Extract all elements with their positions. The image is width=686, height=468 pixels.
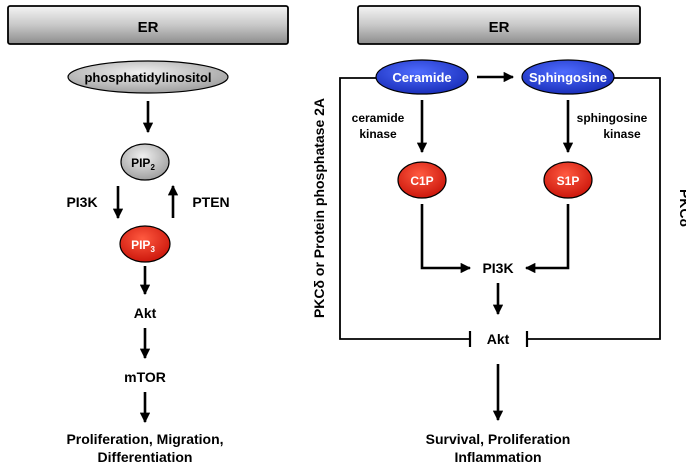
right-inhibition-line <box>527 77 661 340</box>
c1p-label: C1P <box>410 174 433 188</box>
sphingosine-label: Sphingosine <box>529 70 607 85</box>
ceramide-label: Ceramide <box>392 70 451 85</box>
pip3-sub: 3 <box>150 245 155 254</box>
left-akt-label: Akt <box>134 305 157 321</box>
right-outcome-line1: Survival, Proliferation <box>426 431 571 447</box>
pip3-main: PIP <box>131 238 150 252</box>
left-inhibition-line <box>339 77 470 340</box>
left-pi3k-label: PI3K <box>66 194 97 210</box>
right-outcome-line2: Inflammation <box>454 449 541 465</box>
sphingosine-kinase-line2: kinase <box>603 127 641 141</box>
sphingosine-kinase-line1: sphingosine <box>577 111 648 125</box>
ceramide-node <box>375 59 469 95</box>
pip3-node <box>119 225 171 263</box>
phosphatidylinositol-label: phosphatidylinositol <box>84 70 211 85</box>
left-er-label: ER <box>138 19 159 36</box>
pip2-label: PIP2 <box>131 156 155 172</box>
left-panel: ER phosphatidylinositol PIP2 PI3K PTEN P… <box>7 5 289 465</box>
c1p-node <box>397 161 447 199</box>
sphingosine-node <box>521 59 615 95</box>
left-outcome-line1: Proliferation, Migration, <box>66 431 223 447</box>
left-outcome-line2: Differentiation <box>98 449 193 465</box>
pip3-label: PIP3 <box>131 238 155 254</box>
pip2-sub: 2 <box>150 163 155 172</box>
left-er-bar <box>7 5 289 45</box>
ceramide-kinase-line1: ceramide <box>352 111 405 125</box>
mtor-label: mTOR <box>124 369 166 385</box>
ceramide-kinase-line2: kinase <box>359 127 397 141</box>
right-er-bar <box>357 5 641 45</box>
pten-label: PTEN <box>192 194 229 210</box>
right-akt-label: Akt <box>487 331 510 347</box>
left-vertical-label: PKCδ or Protein phosphatase 2A <box>311 98 327 318</box>
right-vertical-label: PKCδ <box>677 189 686 227</box>
pip2-node <box>120 143 170 181</box>
s1p-node <box>543 161 593 199</box>
right-er-label: ER <box>489 19 510 36</box>
pip2-main: PIP <box>131 156 150 170</box>
arrow-c1p-to-pi3k <box>420 204 472 274</box>
right-panel: ER PKCδ or Protein phosphatase 2A PKCδ C… <box>311 5 686 465</box>
arrow-s1p-to-pi3k <box>524 204 570 274</box>
phosphatidylinositol-node <box>67 60 229 94</box>
right-pi3k-label: PI3K <box>482 260 513 276</box>
s1p-label: S1P <box>557 174 580 188</box>
